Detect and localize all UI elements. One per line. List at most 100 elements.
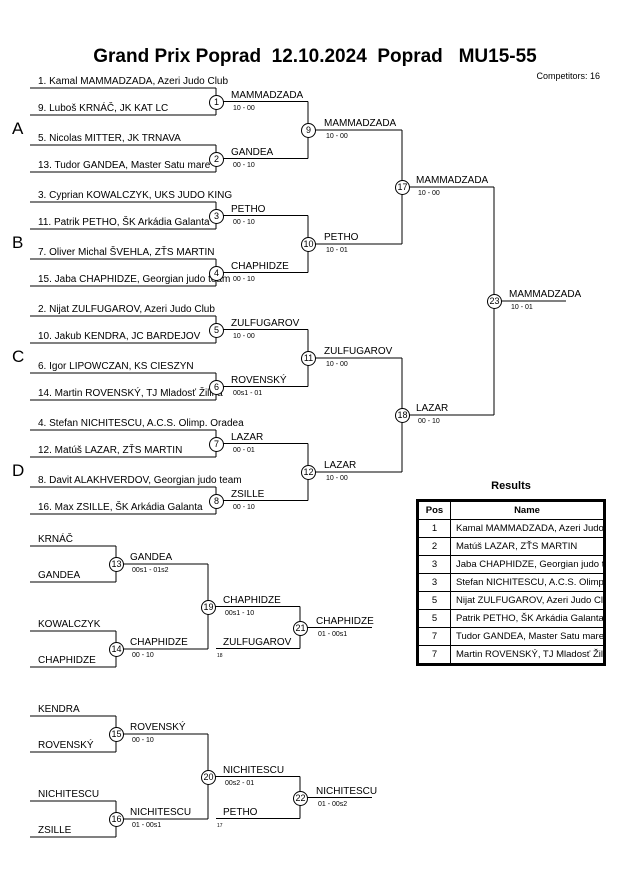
round1-score: 00 - 10: [233, 218, 255, 226]
match-number: 18: [395, 408, 410, 423]
entry-name: 11. Patrik PETHO, ŠK Arkádia Galanta: [38, 217, 210, 228]
results-name: Jaba CHAPHIDZE, Georgian judo team: [450, 555, 604, 574]
pool-letter: D: [12, 461, 25, 480]
entry-name: 6. Igor LIPOWCZAN, KS CIESZYN: [38, 361, 194, 372]
round1-winner: ZSILLE: [231, 488, 265, 500]
entry-name: 1. Kamal MAMMADZADA, Azeri Judo Club: [38, 76, 229, 87]
pool-letter: C: [12, 347, 25, 366]
results-pos: 3: [418, 573, 451, 592]
repechage-r1-winner: NICHITESCU: [130, 807, 192, 818]
round2-winner: PETHO: [324, 232, 359, 243]
match-number: 11: [301, 351, 316, 366]
match-number: 17: [395, 180, 410, 195]
round2-score: 10 - 00: [326, 361, 348, 368]
entry-name: 9. Luboš KRNÁČ, JK KAT LC: [38, 103, 169, 114]
bronze-winner: CHAPHIDZE: [316, 615, 374, 627]
entry-name: 5. Nicolas MITTER, JK TRNAVA: [38, 133, 181, 144]
bronze-score: 01 - 00s1: [318, 630, 348, 638]
results-pos: 3: [418, 555, 451, 574]
repechage-entry-name: KRNÁČ: [38, 534, 74, 545]
results-name: Stefan NICHITESCU, A.C.S. Olimp. Oradea: [450, 573, 604, 592]
round1-score: 00 - 10: [233, 161, 255, 169]
round2-score: 10 - 00: [326, 475, 348, 482]
repechage-r1-score: 00 - 10: [132, 737, 154, 744]
results-pos: 2: [418, 537, 451, 556]
round2-winner: LAZAR: [324, 460, 357, 471]
repechage-r1-winner: CHAPHIDZE: [130, 637, 188, 648]
round1-score: 10 - 00: [233, 104, 255, 112]
final-score: 10 - 01: [511, 304, 533, 311]
round1-winner: LAZAR: [231, 431, 264, 443]
semi-winner: MAMMADZADA: [416, 175, 489, 186]
repechage-dropped-ref: 18: [217, 652, 223, 659]
entry-name: 4. Stefan NICHITESCU, A.C.S. Olimp. Orad…: [38, 418, 244, 429]
repechage-r2-winner: CHAPHIDZE: [223, 594, 281, 606]
repechage-dropped-name: PETHO: [223, 806, 258, 818]
bronze-score: 01 - 00s2: [318, 800, 348, 808]
results-name: Martin ROVENSKÝ, TJ Mladosť Žilina: [450, 645, 604, 664]
round1-winner: MAMMADZADA: [231, 89, 304, 101]
entry-name: 7. Oliver Michal ŠVEHLA, ZŤS MARTIN: [38, 247, 215, 258]
results-header-name: Name: [450, 501, 604, 520]
round1-score: 00 - 01: [233, 446, 255, 454]
entry-name: 15. Jaba CHAPHIDZE, Georgian judo team: [38, 274, 231, 285]
results-pos: 7: [418, 627, 451, 646]
round2-winner: ZULFUGAROV: [324, 346, 393, 357]
page-title: Grand Prix Poprad 12.10.2024 Poprad MU15…: [93, 46, 537, 67]
round1-winner: ROVENSKÝ: [231, 374, 287, 386]
round1-score: 00s1 - 01: [233, 389, 263, 397]
repechage-entry-name: GANDEA: [38, 570, 81, 581]
results-name: Nijat ZULFUGAROV, Azeri Judo Club: [450, 591, 604, 610]
results-name: Matúš LAZAR, ZŤS MARTIN: [450, 537, 604, 556]
round1-score: 10 - 00: [233, 332, 255, 340]
results-name: Tudor GANDEA, Master Satu mare: [450, 627, 604, 646]
results-name: Kamal MAMMADZADA, Azeri Judo Club: [450, 519, 604, 538]
repechage-r2-winner: NICHITESCU: [223, 764, 285, 776]
match-number: 8: [209, 493, 224, 509]
match-number: 9: [301, 123, 316, 138]
results-name: Patrik PETHO, ŠK Arkádia Galanta: [450, 609, 604, 628]
round1-winner: ZULFUGAROV: [231, 317, 300, 329]
repechage-r1-score: 01 - 00s1: [132, 822, 162, 829]
repechage-r1-winner: ROVENSKÝ: [130, 722, 186, 733]
competitors-count: Competitors: 16: [536, 71, 600, 81]
match-number: 3: [209, 208, 224, 224]
round1-winner: CHAPHIDZE: [231, 260, 289, 272]
results-pos: 5: [418, 609, 451, 628]
semi-score: 10 - 00: [418, 190, 440, 197]
results-pos: 7: [418, 645, 451, 664]
repechage-entry-name: CHAPHIDZE: [38, 655, 96, 666]
semi-score: 00 - 10: [418, 418, 440, 425]
entry-name: 12. Matúš LAZAR, ZŤS MARTIN: [38, 445, 183, 456]
match-number: 16: [109, 812, 124, 827]
results-pos: 5: [418, 591, 451, 610]
match-number: 4: [209, 265, 224, 281]
semi-winner: LAZAR: [416, 403, 449, 414]
entry-name: 3. Cyprian KOWALCZYK, UKS JUDO KING: [38, 190, 233, 201]
results-header-pos: Pos: [418, 501, 451, 520]
round2-score: 10 - 00: [326, 133, 348, 140]
match-number: 1: [209, 94, 224, 110]
match-number: 21: [293, 620, 308, 636]
entry-name: 13. Tudor GANDEA, Master Satu mare: [38, 160, 211, 171]
match-number: 12: [301, 465, 316, 480]
round2-score: 10 - 01: [326, 247, 348, 254]
match-number: 15: [109, 727, 124, 742]
repechage-r2-score: 00s1 - 10: [225, 609, 255, 617]
round1-score: 00 - 10: [233, 503, 255, 511]
repechage-dropped-name: ZULFUGAROV: [223, 636, 292, 648]
match-number: 10: [301, 237, 316, 252]
entry-name: 8. Davit ALAKHVERDOV, Georgian judo team: [38, 475, 242, 486]
final-winner: MAMMADZADA: [509, 289, 582, 300]
repechage-r1-score: 00s1 - 01s2: [132, 567, 169, 574]
repechage-entry-name: KOWALCZYK: [38, 619, 101, 630]
